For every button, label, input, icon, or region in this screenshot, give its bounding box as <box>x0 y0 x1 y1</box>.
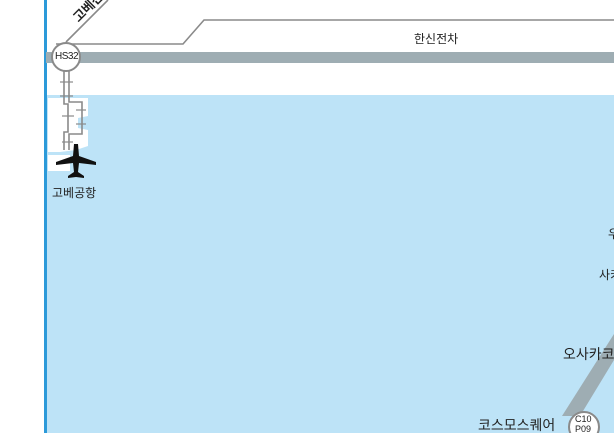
blue-line <box>44 0 47 433</box>
kobe-new-transit-line <box>65 0 109 43</box>
cosmosquare-code-p09: P09 <box>575 424 592 433</box>
cutoff-label-upper: 우 <box>608 227 614 241</box>
cosmosquare-code-c10: C10 <box>575 414 592 424</box>
airplane-icon <box>56 144 96 178</box>
hanshin-line-label: 한신전차 <box>414 32 459 46</box>
rail-band <box>46 52 614 63</box>
osaka-ko-label: 오사카코 <box>563 347 614 363</box>
bay-water <box>46 95 614 433</box>
track-ticks <box>60 81 86 143</box>
airport-spur-track <box>63 70 83 150</box>
station-cosmosquare-marker[interactable] <box>568 411 600 433</box>
cutoff-label-mid: 사키 <box>599 268 614 282</box>
station-hs32-marker[interactable] <box>51 42 81 72</box>
kobe-airport-label: 고베공항 <box>52 186 97 200</box>
rail-band-diagonal <box>562 334 614 416</box>
station-hs32-code: HS32 <box>55 51 79 62</box>
hanshin-line-outline <box>56 19 614 45</box>
cosmosquare-label: 코스모스퀘어 <box>478 418 556 433</box>
